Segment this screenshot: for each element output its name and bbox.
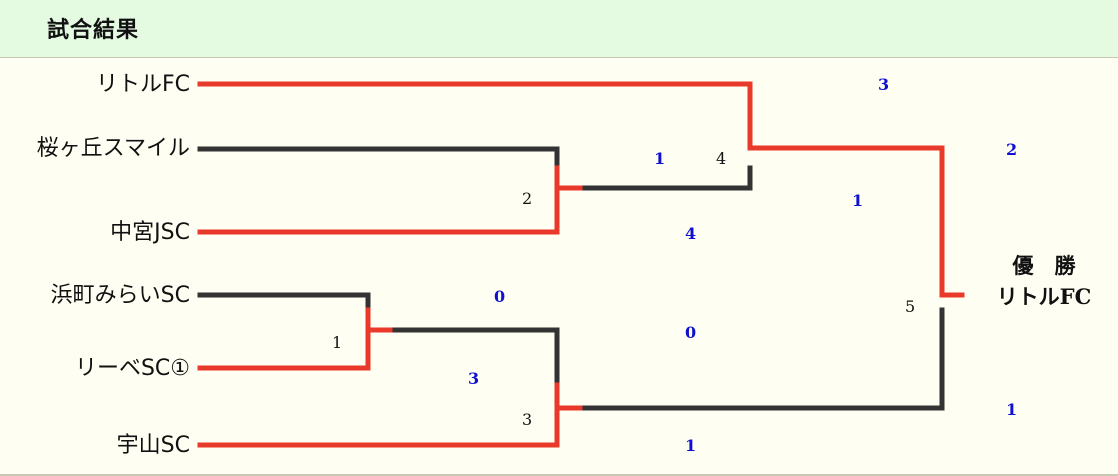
- team-name: 宇山SC: [116, 433, 190, 458]
- score: 1: [852, 191, 864, 210]
- line-liebe: [197, 307, 371, 371]
- score: 3: [878, 75, 890, 94]
- line-nakamiya: [197, 165, 560, 235]
- score: 1: [685, 436, 697, 455]
- team-name: リトルFC: [95, 72, 190, 97]
- line-match1-out: [387, 327, 560, 388]
- match-number: 1: [332, 333, 343, 352]
- winner-lines: [197, 81, 965, 448]
- match-number: 5: [905, 297, 916, 316]
- score: 2: [1006, 140, 1018, 159]
- score: 4: [685, 224, 697, 243]
- score: 3: [468, 369, 480, 388]
- team-name: 浜町みらいSC: [50, 283, 190, 308]
- line-uyama: [197, 382, 560, 448]
- match-number: 4: [716, 149, 727, 168]
- score: 0: [494, 287, 506, 306]
- line-match2-out: [577, 165, 753, 191]
- line-hamamachi: [197, 292, 371, 313]
- line-little-fc-final: [747, 145, 965, 298]
- team-name: リーベSC①: [74, 356, 190, 381]
- team-name: 桜ヶ丘スマイル: [36, 136, 190, 161]
- team-name: 中宮JSC: [110, 220, 190, 245]
- header-bar: 試合結果: [0, 0, 1118, 58]
- champion-team: リトルFC: [996, 284, 1092, 309]
- line-sakuragaoka: [197, 146, 560, 171]
- score: 1: [654, 149, 666, 168]
- line-match3-out: [577, 307, 945, 411]
- score: 1: [1006, 400, 1018, 419]
- page-title: 試合結果: [47, 18, 140, 43]
- line-little-fc: [197, 81, 753, 151]
- match-number: 3: [522, 410, 533, 429]
- match-number: 2: [522, 189, 533, 208]
- champion-label: 優 勝: [1012, 253, 1076, 278]
- loser-lines: [197, 146, 945, 411]
- score: 0: [685, 323, 697, 342]
- bottom-border: [0, 474, 1118, 476]
